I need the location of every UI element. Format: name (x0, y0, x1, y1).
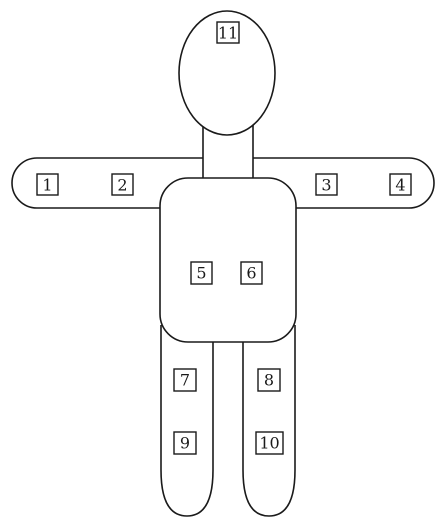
marker-11: 11 (217, 22, 239, 43)
svg-text:1: 1 (42, 176, 52, 195)
marker-9: 9 (174, 432, 196, 454)
svg-text:2: 2 (117, 176, 127, 195)
marker-8: 8 (258, 369, 280, 391)
marker-7: 7 (174, 369, 196, 391)
marker-1: 1 (37, 174, 58, 195)
svg-text:9: 9 (180, 434, 190, 453)
svg-text:10: 10 (259, 434, 279, 453)
svg-text:8: 8 (264, 371, 274, 390)
marker-5: 5 (191, 262, 212, 284)
marker-6: 6 (241, 262, 262, 284)
torso (160, 178, 296, 342)
marker-4: 4 (390, 174, 411, 195)
marker-3: 3 (316, 174, 337, 195)
svg-text:11: 11 (218, 24, 238, 43)
svg-text:3: 3 (321, 176, 331, 195)
marker-2: 2 (112, 174, 133, 195)
marker-10: 10 (256, 432, 283, 454)
svg-text:4: 4 (395, 176, 405, 195)
left-leg (161, 325, 213, 516)
svg-text:6: 6 (246, 264, 256, 283)
svg-text:5: 5 (196, 264, 206, 283)
right-leg (243, 325, 295, 516)
svg-text:7: 7 (180, 371, 190, 390)
